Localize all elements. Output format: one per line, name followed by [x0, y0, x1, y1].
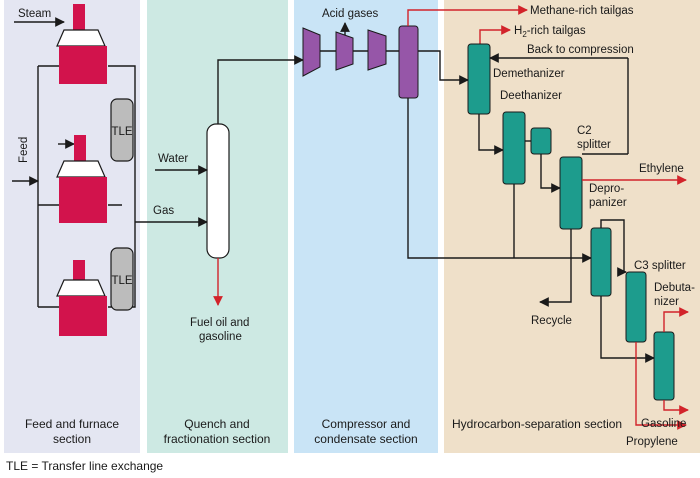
hydrocarbon-section-title: Hydrocarbon-separation section: [452, 417, 622, 431]
debutanizer-overhead: [663, 307, 689, 332]
chilling-drum: [398, 25, 419, 99]
back-to-compression-label: Back to compression: [527, 44, 634, 56]
recycle-label: Recycle: [531, 315, 572, 327]
compressor-section-title-2: condensate section: [314, 432, 417, 446]
steam-label: Steam: [18, 8, 51, 20]
tle-bottom-label: TLE: [111, 275, 132, 287]
demethanizer-bottoms: [478, 114, 504, 155]
quench-section-title-2: fractionation section: [164, 432, 271, 446]
feed-header-branches: [38, 65, 60, 308]
propylene-label: Propylene: [626, 436, 678, 448]
depropanizer-to-c3: [600, 219, 627, 277]
fuel-oil-label-1: Fuel oil and: [190, 317, 249, 329]
compressor-section-title-1: Compressor and: [322, 417, 411, 431]
c2-splitter-label-1: C2: [577, 125, 592, 137]
debutanizer-column: [653, 331, 675, 401]
demethanizer-label: Demethanizer: [493, 68, 565, 80]
deethanizer-label: Deethanizer: [500, 90, 562, 102]
demethanizer-column: [467, 43, 491, 115]
reactor-to-c2: [540, 154, 561, 193]
ethylene-label: Ethylene: [639, 163, 684, 175]
water-label: Water: [158, 153, 188, 165]
depropanizer-label-1: Depro-: [589, 183, 624, 195]
footnote: TLE = Transfer line exchange: [6, 459, 164, 473]
tle-top: TLE: [110, 98, 134, 162]
cracked-gas-line: [217, 55, 304, 124]
propylene-line: [635, 342, 687, 430]
c2-splitter-column: [559, 156, 583, 230]
furnace-2: [56, 135, 107, 223]
c3-splitter-label: C3 splitter: [634, 260, 686, 272]
deethanizer-column: [502, 111, 526, 185]
furnace-1: [56, 4, 107, 84]
compressor-stage-2: [335, 31, 354, 71]
quench-tower: [206, 123, 230, 259]
feed-section-title-2: section: [53, 432, 91, 446]
gasoline-line: [663, 400, 689, 415]
fuel-oil-label-2: gasoline: [199, 331, 242, 343]
methane-tailgas-label: Methane-rich tailgas: [530, 5, 634, 17]
gasoline-label: Gasoline: [641, 418, 686, 430]
feed-label: Feed: [18, 137, 30, 163]
deethanizer-reactor: [530, 127, 552, 155]
debutanizer-label-1: Debuta-: [654, 282, 695, 294]
tle-top-label: TLE: [111, 126, 132, 138]
compressor-stage-1: [302, 27, 321, 77]
gas-label: Gas: [153, 205, 174, 217]
acid-gases-label: Acid gases: [322, 8, 379, 20]
compressor-stage-3: [367, 29, 387, 71]
debutanizer-label-2: nizer: [654, 296, 679, 308]
h2-tailgas-label: H2-rich tailgas: [514, 25, 586, 39]
h2-tailgas-line: [479, 25, 511, 44]
depropanizer-column: [590, 227, 612, 297]
drum-bottoms-line: [407, 98, 592, 263]
depropanizer-label-2: panizer: [589, 197, 627, 209]
tle-bottom: TLE: [110, 247, 134, 311]
quench-section-title-1: Quench and: [184, 417, 249, 431]
recycle-line: [539, 229, 572, 307]
feed-section-title-1: Feed and furnace: [25, 417, 119, 431]
c3-splitter-column: [625, 271, 647, 343]
methane-tailgas-line: [407, 5, 528, 26]
c2-splitter-label-2: splitter: [577, 139, 611, 151]
furnace-3: [56, 260, 107, 336]
to-demethanizer-line: [418, 50, 469, 85]
